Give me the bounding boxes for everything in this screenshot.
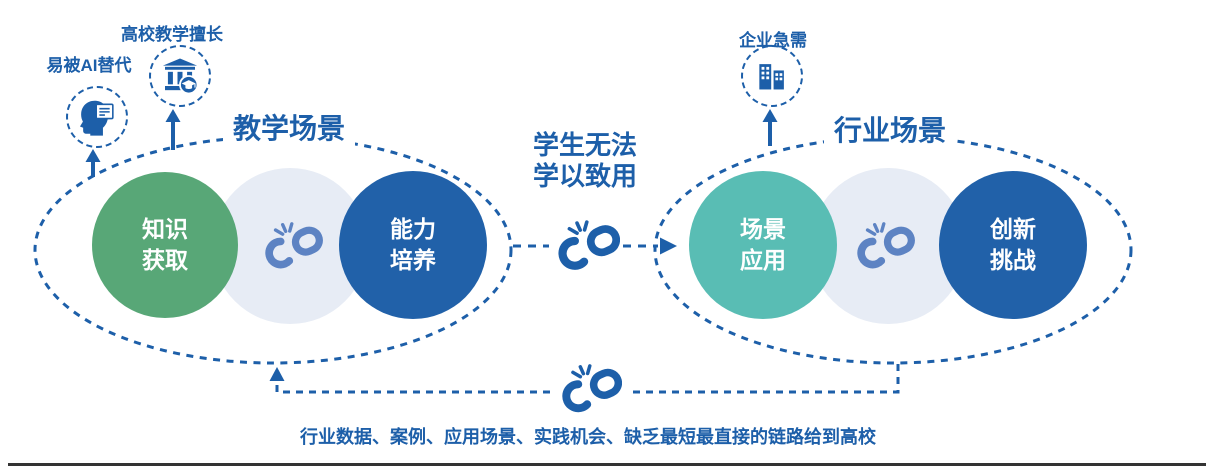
enterprise-need-badge — [741, 45, 803, 107]
ability-line2: 培养 — [390, 247, 436, 273]
ability-node: 能力 培养 — [339, 171, 487, 319]
university-arrowhead — [165, 109, 181, 122]
office-buildings-icon — [759, 64, 784, 90]
enterprise-need-label: 企业急需 — [739, 31, 807, 50]
ability-line1: 能力 — [390, 216, 436, 242]
center-gap-text: 学生无法 学以致用 — [532, 130, 638, 191]
broken-link-icon — [554, 219, 620, 277]
knowledge-line1: 知识 — [142, 216, 188, 242]
innovation-node: 创新 挑战 — [939, 171, 1087, 319]
broken-link-icon — [853, 221, 915, 275]
teaching-scene-title: 教学场景 — [222, 105, 356, 149]
scenario-node: 场景 应用 — [689, 171, 837, 319]
knowledge-line2: 获取 — [142, 247, 188, 273]
enterprise-arrowhead — [762, 109, 778, 122]
bottom-path-right — [628, 364, 900, 394]
innovation-line1: 创新 — [990, 216, 1036, 242]
broken-link-icon — [261, 221, 323, 275]
bottom-path-left — [275, 382, 550, 394]
university-strength-label: 高校教学擅长 — [121, 25, 223, 44]
innovation-line2: 挑战 — [990, 247, 1036, 273]
scenario-line2: 应用 — [740, 247, 786, 273]
center-arrowhead — [660, 237, 677, 255]
ai-arrowhead — [85, 149, 101, 162]
broken-link-icon — [558, 363, 622, 419]
knowledge-node: 知识 获取 — [92, 172, 238, 318]
bottom-rule — [8, 463, 1206, 466]
bottom-gap-note: 行业数据、案例、应用场景、实践机会、缺乏最短最直接的链路给到高校 — [300, 427, 876, 447]
industry-scene-title: 行业场景 — [823, 107, 957, 151]
scenario-line1: 场景 — [740, 216, 786, 242]
ai-replace-label: 易被AI替代 — [46, 56, 132, 75]
bank-graduation-icon — [162, 58, 199, 95]
university-strength-badge — [149, 45, 211, 107]
bottom-arrowhead — [269, 367, 285, 381]
ai-replace-badge — [66, 86, 128, 148]
head-document-icon — [79, 100, 114, 136]
